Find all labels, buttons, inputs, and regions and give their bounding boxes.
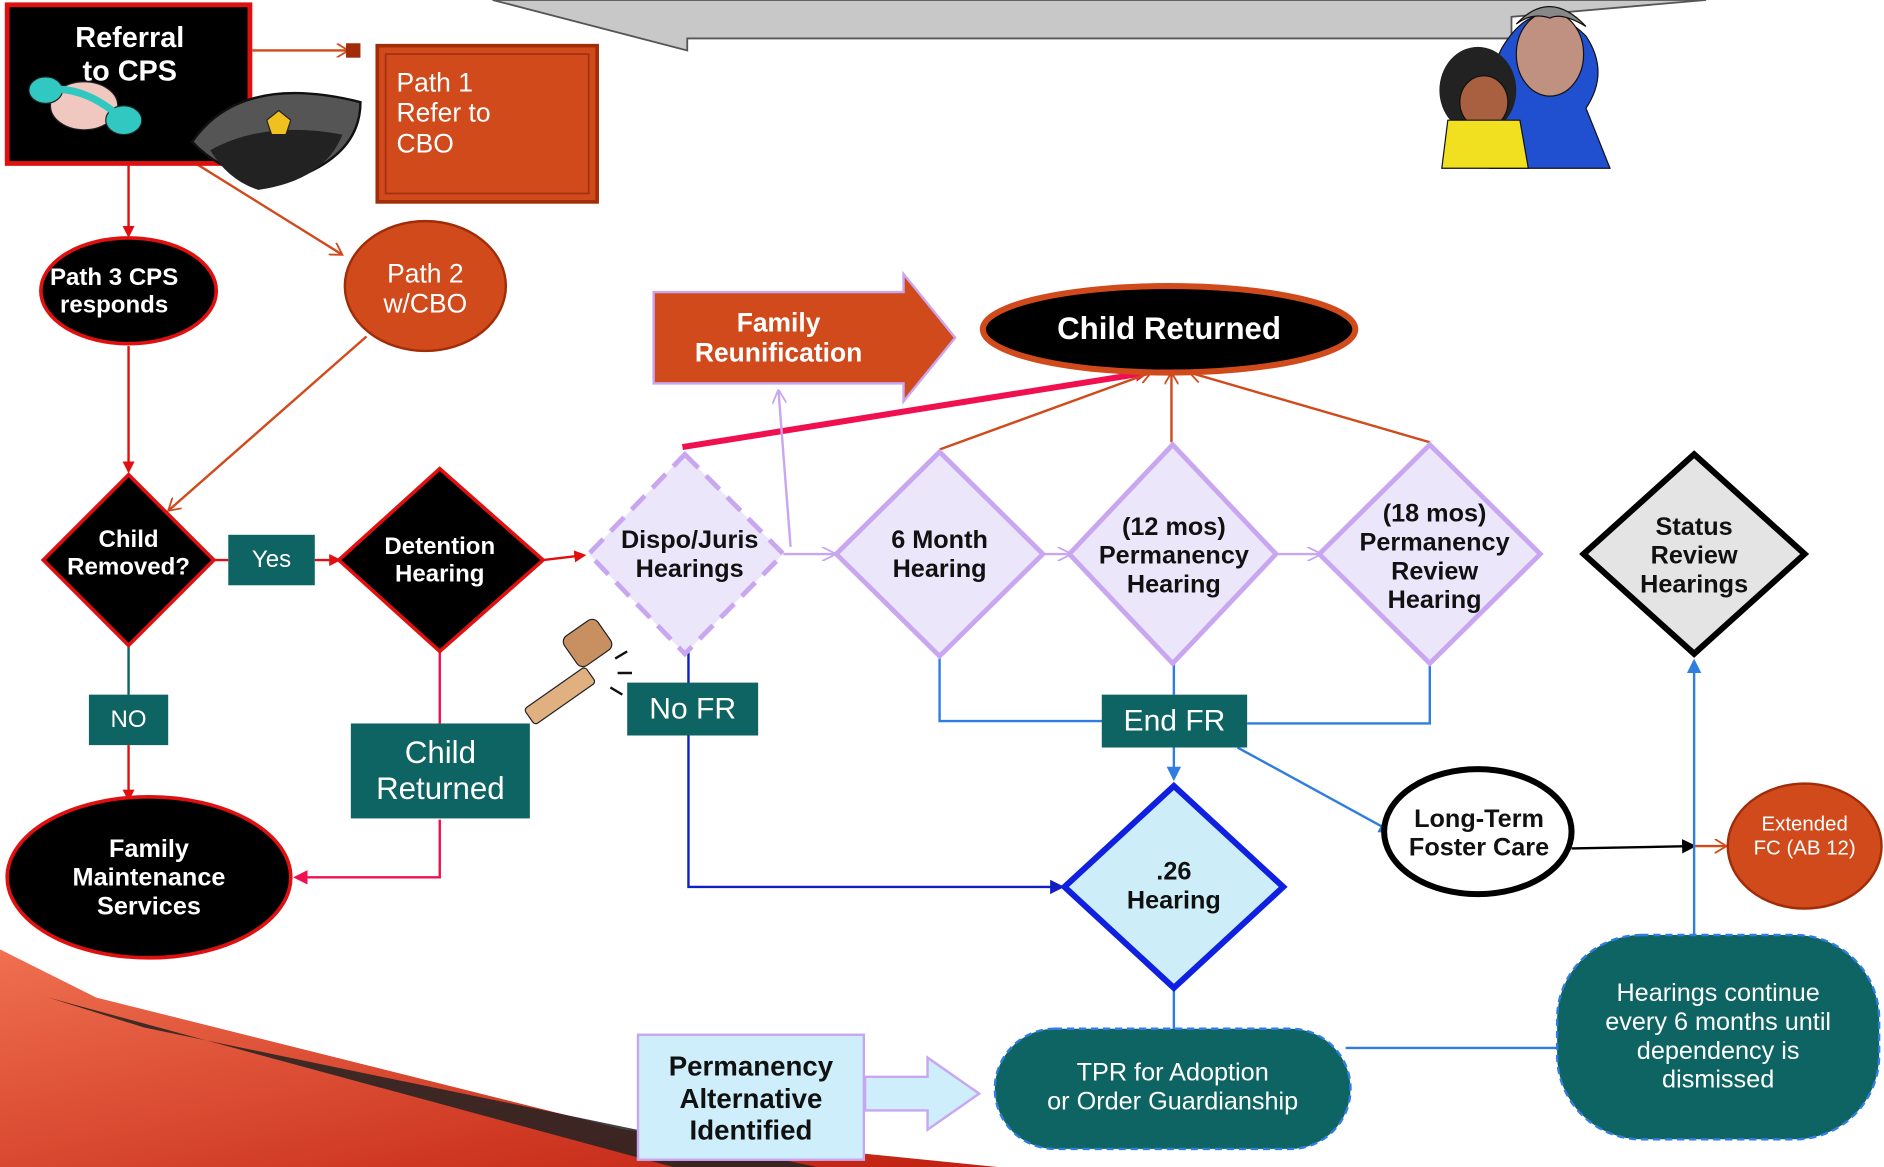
path2-label: Path 2 w/CBO [383, 258, 468, 319]
eighteen-month-label: (18 mos) Permanency Review Hearing [1359, 499, 1510, 615]
edge-6month-returned [939, 373, 1151, 451]
end-fr-label: End FR [1123, 703, 1226, 738]
edge-detention-dispo [542, 550, 587, 563]
edge-returned-family-maintenance [293, 819, 441, 885]
twelve-month-label: (12 mos) Permanency Hearing [1098, 512, 1249, 599]
family-maintenance-label: Family Maintenance Services [72, 834, 226, 921]
edge-path2-removed [168, 335, 368, 511]
detention-diamond [336, 466, 546, 654]
referral-label: Referral to CPS [75, 22, 185, 88]
long-term-ellipse [1381, 766, 1575, 898]
yes-box [228, 534, 315, 586]
path3-ellipse [39, 236, 219, 346]
edge-6month-endfr [938, 656, 1103, 723]
child-returned-small-label: Child Returned [376, 733, 505, 806]
gavel-icon [524, 618, 632, 725]
family-maintenance-ellipse [5, 794, 293, 960]
hearing-26-diamond [1060, 781, 1288, 992]
hearing-26-label: .26 Hearing [1126, 857, 1221, 915]
dispo-label: Dispo/Juris Hearings [620, 526, 759, 583]
six-month-diamond [832, 448, 1047, 660]
edge-dispo-child-returned [681, 367, 1150, 451]
child-returned-box [350, 723, 530, 819]
path3-label: Path 3 CPS responds [50, 264, 179, 319]
six-month-label: 6 Month Hearing [891, 526, 988, 583]
phone-icon [28, 76, 143, 136]
child-removed-label: Child Removed? [67, 526, 190, 581]
tpr-label: TPR for Adoption or Order Guardianship [1047, 1058, 1299, 1116]
end-fr-box [1101, 694, 1248, 748]
permanency-alt-arrow [863, 1055, 982, 1132]
yes-label: Yes [251, 546, 292, 573]
permanency-alt-box [636, 1033, 866, 1161]
corner-decoration [0, 949, 998, 1167]
path1-box [375, 43, 599, 204]
detention-label: Detention Hearing [384, 533, 496, 588]
hearings-continue-stadium [1555, 933, 1881, 1141]
hearings-continue-label: Hearings continue every 6 months until d… [1605, 979, 1832, 1094]
edge-longterm-extended [1571, 839, 1697, 854]
path1-label: Path 1 Refer to CBO [396, 67, 491, 159]
long-term-label: Long-Term Foster Care [1408, 805, 1550, 862]
edge-18mos-returned [1189, 373, 1431, 444]
path2-ellipse [343, 219, 508, 353]
tpr-stadium [993, 1027, 1352, 1151]
child-returned-ellipse [979, 283, 1359, 376]
twelve-month-diamond [1066, 441, 1280, 667]
no-fr-box [627, 682, 759, 736]
child-removed-diamond [40, 472, 217, 648]
child-returned-label: Child Returned [1057, 310, 1282, 347]
eighteen-month-diamond [1315, 441, 1544, 667]
extended-fc-label: Extended FC (AB 12) [1753, 812, 1856, 860]
status-review-diamond [1579, 450, 1810, 658]
no-fr-label: No FR [649, 691, 737, 726]
edge-referral-path2 [179, 152, 342, 256]
police-hat-icon [190, 92, 362, 190]
edge-dispo-reunification [779, 392, 792, 547]
edge-18mos-endfr [1247, 663, 1431, 725]
family-reunification-label: Family Reunification [694, 307, 863, 368]
no-box [88, 694, 169, 746]
no-label: NO [110, 706, 147, 733]
dispo-diamond [585, 450, 787, 658]
family-reunification-arrow [652, 270, 957, 405]
edge-endfr-longterm [1236, 746, 1394, 833]
extended-fc-ellipse [1726, 782, 1883, 910]
family-hug-icon [1439, 6, 1611, 169]
permanency-alt-label: Permanency Alternative Identified [668, 1050, 834, 1146]
status-review-label: Status Review Hearings [1640, 512, 1749, 599]
